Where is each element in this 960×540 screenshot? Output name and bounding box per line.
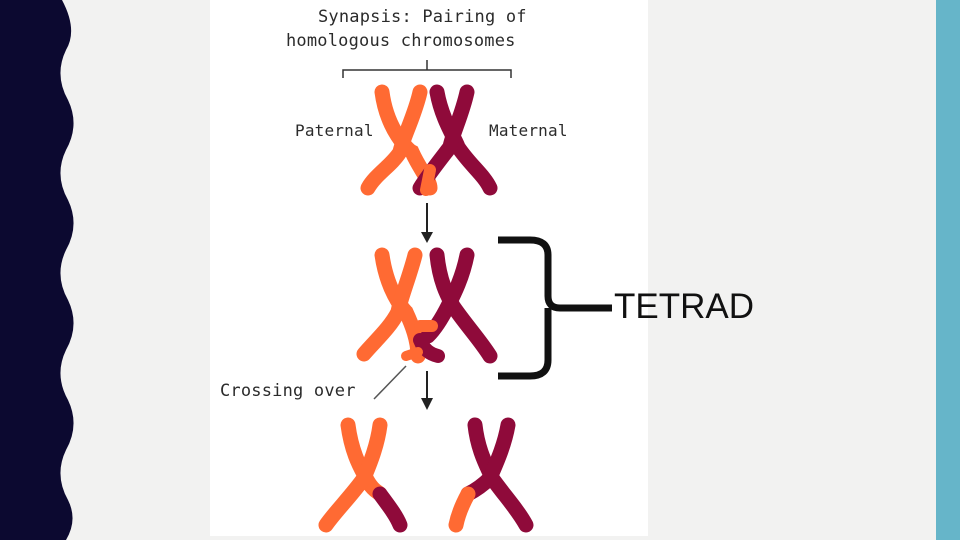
- crossing-over-pointer: [373, 365, 407, 400]
- top-bracket: [342, 60, 512, 78]
- right-accent-band: [936, 0, 960, 540]
- paternal-chromosome-2: [356, 247, 426, 364]
- recombinant-paternal: [318, 417, 408, 533]
- diagram-title-line1: Synapsis: Pairing of: [318, 7, 527, 27]
- maternal-label: Maternal: [489, 121, 568, 140]
- diagram-panel: [210, 0, 648, 536]
- arrow-head-1: [421, 232, 433, 243]
- crossing-over-label: Crossing over: [220, 381, 356, 401]
- paternal-label: Paternal: [295, 121, 374, 140]
- diagram-title-line2: homologous chromosomes: [286, 31, 516, 51]
- maternal-chromosome-2: [420, 247, 498, 364]
- tetrad-label: TETRAD: [614, 287, 754, 326]
- left-wavy-band: [0, 0, 74, 540]
- arrow-head-2: [421, 398, 433, 410]
- tetrad-bracket: [498, 236, 612, 380]
- recombinant-maternal: [448, 417, 534, 533]
